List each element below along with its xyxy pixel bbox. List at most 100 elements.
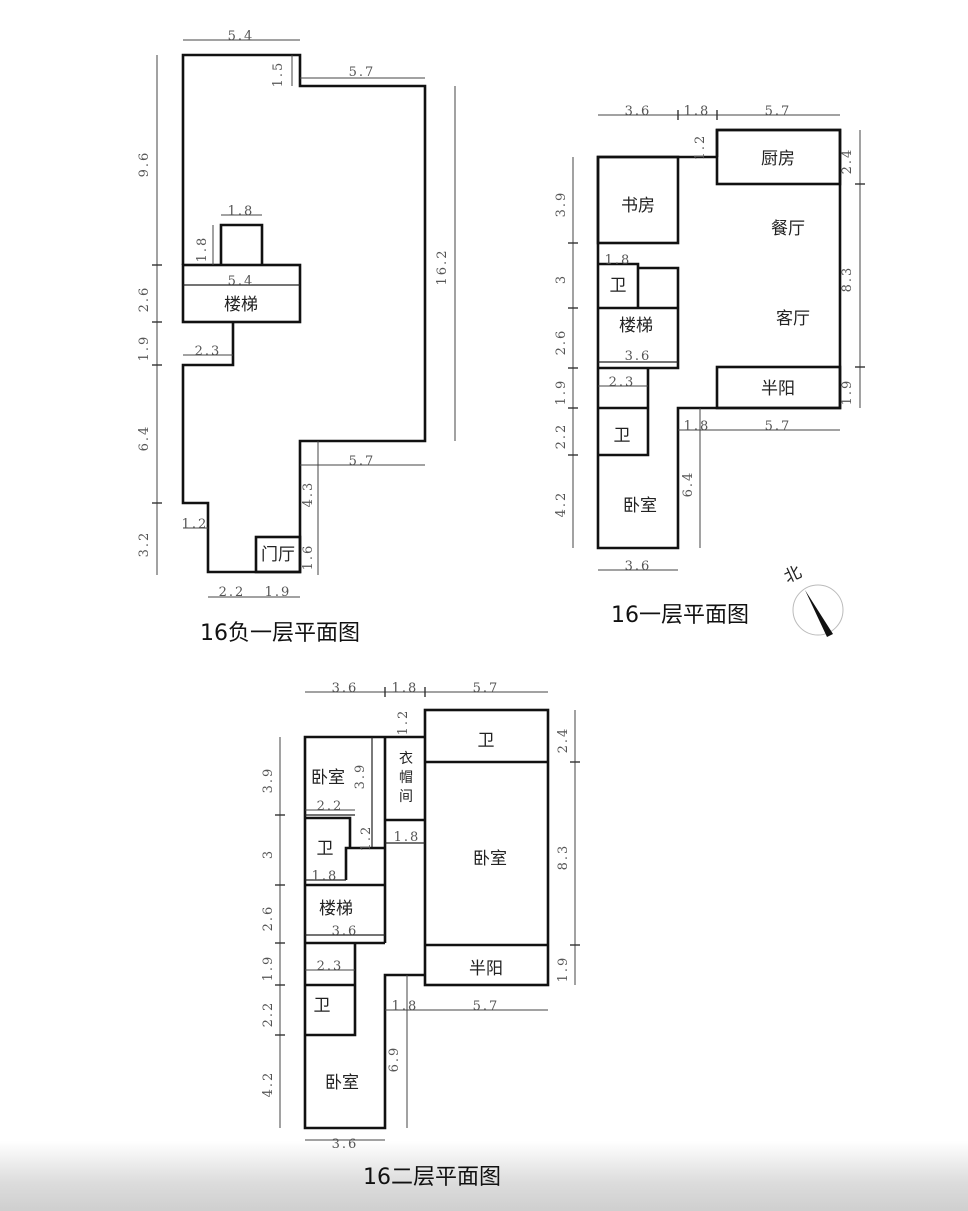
dimension-label: 3.6 <box>625 104 652 119</box>
kitchen-box <box>715 128 842 186</box>
dimension-label: 16.2 <box>435 249 450 286</box>
dimension-label: 2.2 <box>317 799 344 814</box>
basement-foyer-box <box>254 535 302 574</box>
room-label: 半阳 <box>469 959 503 979</box>
first-floor-plan <box>568 110 865 637</box>
dimension-label: 4.2 <box>261 1071 276 1098</box>
room-label: 厨房 <box>761 149 795 169</box>
room-label: 卫 <box>610 276 627 296</box>
dimension-label: 1.5 <box>271 61 286 88</box>
room-label: 卧室 <box>623 496 657 516</box>
dimension-label: 3.6 <box>332 924 359 939</box>
dimension-label: 1.2 <box>359 825 374 852</box>
dimension-label: 2.6 <box>554 329 569 356</box>
dimension-label: 1.8 <box>684 104 711 119</box>
plan-title: 16二层平面图 <box>363 1165 501 1190</box>
room-label: 卫 <box>317 839 334 859</box>
dimension-label: 5.7 <box>765 104 792 119</box>
second-floor-dimension-lines <box>275 687 580 1141</box>
room-label: 半阳 <box>761 379 795 399</box>
dimension-label: 2.6 <box>261 905 276 932</box>
dimension-label: 1.2 <box>396 709 411 736</box>
dimension-label: 1.9 <box>840 379 855 406</box>
dimension-label: 3 <box>261 849 276 859</box>
dimension-label: 8.3 <box>556 844 571 871</box>
dimension-label: 1.2 <box>182 517 209 532</box>
dimension-label: 5.7 <box>765 419 792 434</box>
dimension-label: 3 <box>554 274 569 284</box>
dimension-label: 1.9 <box>261 955 276 982</box>
dimension-label: 1.8 <box>392 681 419 696</box>
room-label: 卫 <box>314 996 331 1016</box>
plan-title: 16负一层平面图 <box>200 621 360 646</box>
dimension-label: 4.2 <box>554 491 569 518</box>
dimension-label: 1.2 <box>693 134 708 161</box>
basement-stair-box <box>181 263 302 324</box>
room-label-wardrobe: 衣帽间 <box>397 751 413 808</box>
north-compass <box>792 584 844 637</box>
dimension-label: 5.7 <box>473 999 500 1014</box>
dimension-label: 3.9 <box>353 763 368 790</box>
dimension-label: 2.4 <box>840 148 855 175</box>
room-label: 楼梯 <box>619 316 653 336</box>
dimension-label: 2.6 <box>137 286 152 313</box>
dimension-label: 1.8 <box>684 419 711 434</box>
room-label: 卧室 <box>311 768 345 788</box>
dimension-label: 1.9 <box>556 956 571 983</box>
room-label: 卧室 <box>473 849 507 869</box>
dimension-label: 3.6 <box>625 349 652 364</box>
bath-wall <box>598 262 640 308</box>
dimension-label: 1.8 <box>394 830 421 845</box>
study-box <box>596 155 680 245</box>
lower-bath-wall <box>598 368 650 457</box>
room-label: 书房 <box>621 196 655 216</box>
dimension-label: 2.3 <box>317 959 344 974</box>
dimension-label: 8.3 <box>840 266 855 293</box>
dimension-label: 1.9 <box>554 379 569 406</box>
basement-outline-wall <box>181 53 427 574</box>
basement-plan <box>152 39 456 598</box>
room-label: 卫 <box>478 731 495 751</box>
dimension-label: 1.9 <box>265 585 292 600</box>
dimension-label: 2.2 <box>261 1001 276 1028</box>
room-label: 楼梯 <box>224 295 258 315</box>
dimension-label: 6.4 <box>681 471 696 498</box>
room-label: 楼梯 <box>319 899 353 919</box>
stair-wall <box>598 266 680 370</box>
dimension-label: 5.7 <box>349 65 376 80</box>
room-label: 餐厅 <box>771 219 805 239</box>
dimension-label: 2.3 <box>195 344 222 359</box>
first-floor-outline-wall <box>596 128 842 550</box>
room-label: 卧室 <box>325 1073 359 1093</box>
dimension-label: 3.9 <box>554 191 569 218</box>
basement-small-box <box>219 223 264 265</box>
basement-dimension-lines <box>152 39 456 598</box>
second-floor-outline-wall <box>303 735 425 1130</box>
dimension-label: 1.8 <box>605 253 632 268</box>
dimension-label: 2.2 <box>554 423 569 450</box>
dimension-label: 1.6 <box>301 544 316 571</box>
dimension-label: 3.6 <box>332 681 359 696</box>
dimension-label: 3.2 <box>137 531 152 558</box>
balcony-box <box>715 365 842 410</box>
bottom-shadow-band <box>0 1141 968 1211</box>
compass-north-label: 北 <box>781 562 805 587</box>
dimension-label: 3.9 <box>261 767 276 794</box>
dimension-label: 1.8 <box>228 204 255 219</box>
dimension-label: 3.6 <box>625 559 652 574</box>
dimension-label: 5.4 <box>228 274 255 289</box>
compass-circle <box>792 584 844 636</box>
master-block <box>423 708 550 987</box>
dimension-label: 1.9 <box>137 335 152 362</box>
dimension-label: 2.4 <box>556 727 571 754</box>
dimension-label: 3.6 <box>332 1137 359 1152</box>
dimension-label: 2.3 <box>609 375 636 390</box>
room-label: 客厅 <box>776 309 810 329</box>
dimension-label: 1.8 <box>312 869 339 884</box>
dimension-label: 5.4 <box>228 29 255 44</box>
second-floor-plan <box>275 687 580 1141</box>
room-label: 门厅 <box>261 545 295 565</box>
